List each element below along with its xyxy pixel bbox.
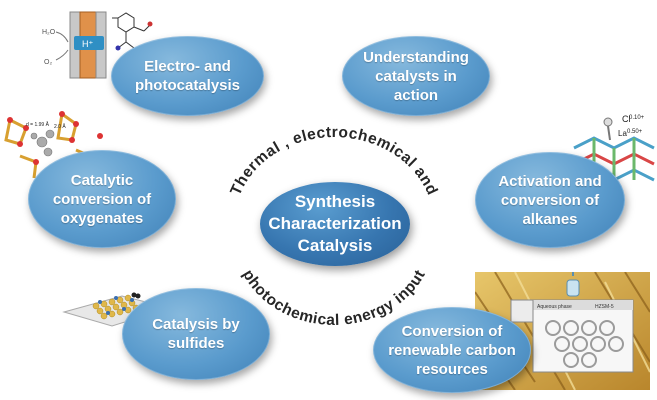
topic-sulfides: Catalysis by sulfides xyxy=(122,288,270,380)
chlorine-label: Cl xyxy=(622,114,631,124)
topic-label: Electro- and photocatalysis xyxy=(134,58,241,94)
lanthanum-label: La xyxy=(618,129,627,138)
topic-alkanes: Activation and conversion of alkanes xyxy=(475,152,625,248)
oxygen-label: O₂ xyxy=(44,59,52,66)
center-line-characterization: Characterization xyxy=(268,214,402,233)
center-core-bubble: Synthesis Characterization Catalysis xyxy=(260,182,410,266)
lanthanum-charge: 0.50+ xyxy=(627,129,643,135)
proton-label: H⁺ xyxy=(82,39,93,49)
ring-text-bottom: photochemical energy input xyxy=(239,267,428,329)
aqueous-phase-label: Aqueous phase xyxy=(537,304,572,310)
svg-text:photochemical energy input: photochemical energy input xyxy=(239,267,429,329)
topic-label: Catalytic conversion of oxygenates xyxy=(52,171,152,227)
bond-length-label-2: 2.0 Å xyxy=(54,123,66,130)
topic-label: Understanding catalysts in action xyxy=(363,48,469,104)
center-line-synthesis: Synthesis xyxy=(294,192,376,211)
topic-electro-photocatalysis: Electro- and photocatalysis xyxy=(111,36,264,116)
topic-label: Catalysis by sulfides xyxy=(152,316,240,352)
topic-understanding-catalysts: Understanding catalysts in action xyxy=(342,36,490,116)
water-label: H₂O xyxy=(42,29,56,36)
center-line-catalysis: Catalysis xyxy=(297,236,373,255)
topic-renewable-carbon: Conversion of renewable carbon resources xyxy=(373,307,531,393)
topic-label: Conversion of renewable carbon resources xyxy=(388,322,516,378)
topic-oxygenates: Catalytic conversion of oxygenates xyxy=(28,150,176,248)
hzsm5-label: HZSM-5 xyxy=(595,304,614,310)
bond-length-label-1: d = 1.99 Å xyxy=(26,121,50,128)
topic-label: Activation and conversion of alkanes xyxy=(498,172,602,228)
chlorine-charge: 0.10+ xyxy=(629,115,645,121)
